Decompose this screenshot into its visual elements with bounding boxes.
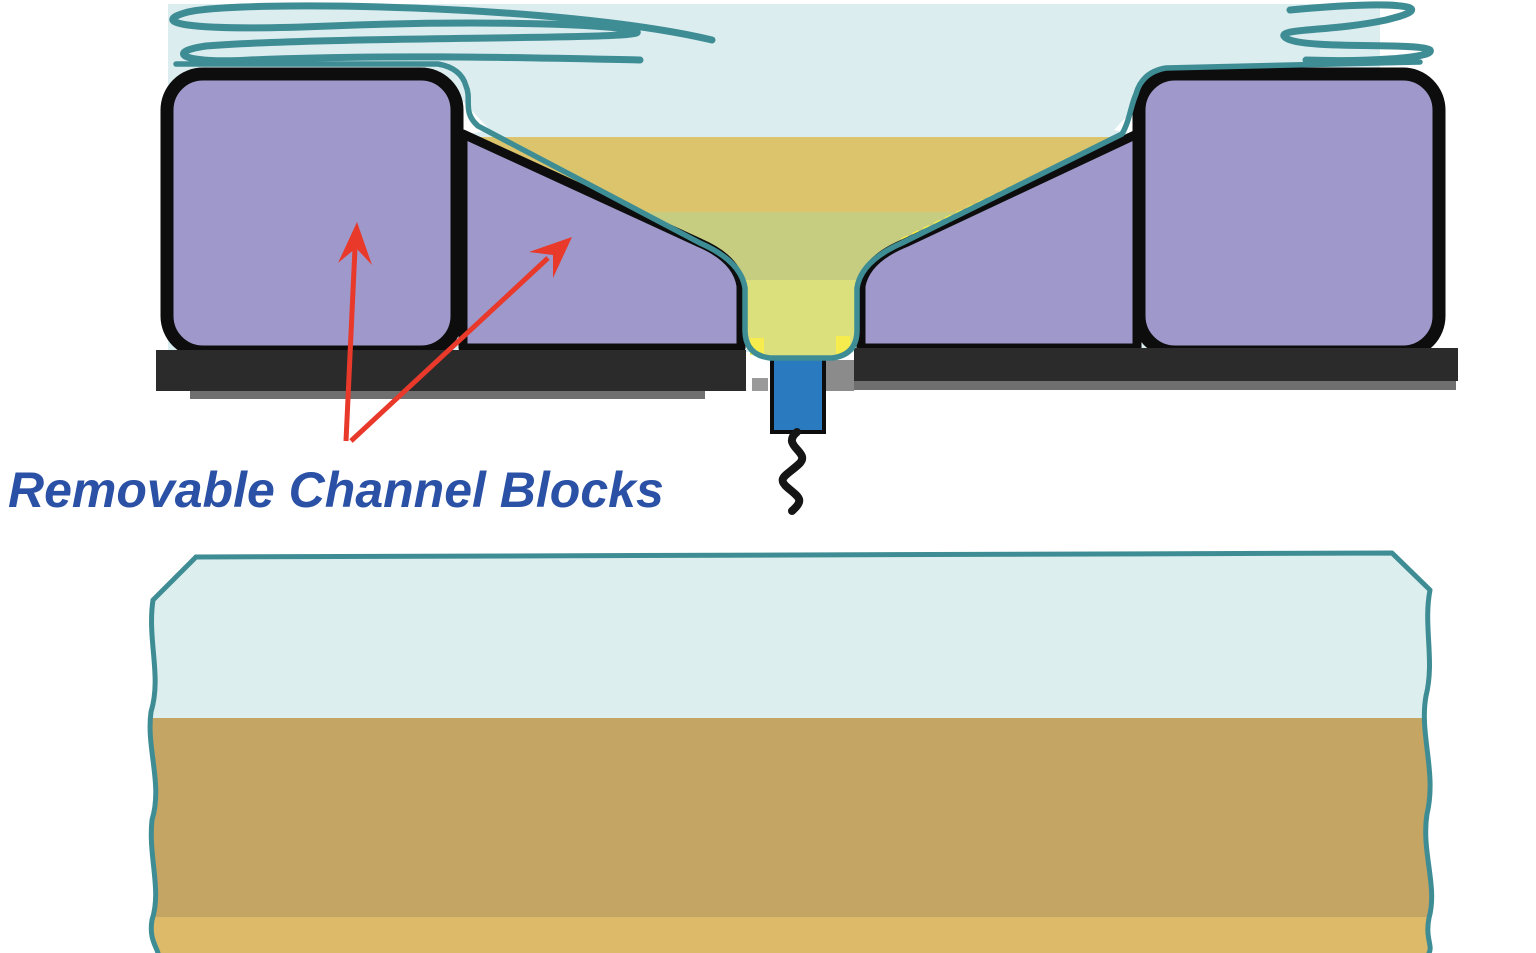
bottom-diagram bbox=[147, 550, 1435, 953]
slab-water-layer bbox=[150, 553, 1432, 718]
arrow-head-vertical bbox=[338, 222, 372, 265]
arrow-head-diagonal bbox=[529, 237, 572, 278]
stem-yellow-accent-right bbox=[836, 336, 850, 354]
channel-block-left-outer bbox=[160, 67, 464, 359]
arrow-shaft-vertical bbox=[343, 247, 358, 442]
channel-block-right-outer bbox=[1132, 67, 1446, 359]
slab-soil-layer bbox=[150, 718, 1432, 917]
top-diagram: Removable Channel Blocks bbox=[8, 1, 1458, 518]
slab-outline-top-right bbox=[193, 550, 1435, 953]
slab-soil-light-layer bbox=[150, 917, 1432, 953]
stem-gap-shadow-left bbox=[752, 378, 768, 391]
removable-channel-blocks-label: Removable Channel Blocks bbox=[8, 462, 664, 518]
slab-outline-left bbox=[147, 554, 199, 953]
slab-fill-layers bbox=[150, 553, 1432, 953]
outlet-port bbox=[770, 356, 826, 434]
annotation-arrows bbox=[338, 222, 572, 443]
base-plate-left bbox=[156, 350, 746, 391]
base-plate-right-shadow bbox=[790, 381, 1456, 390]
base-plate-right bbox=[854, 348, 1458, 381]
outlet-wire-squiggle bbox=[778, 428, 807, 515]
teal-surface-line bbox=[173, 59, 1423, 361]
base-plate-left-shadow bbox=[190, 391, 705, 399]
funnel-stem-fill bbox=[745, 280, 857, 357]
right-surface-squiggle bbox=[1280, 1, 1434, 65]
arrow-shaft-diagonal bbox=[349, 256, 550, 443]
left-surface-squiggle bbox=[169, 2, 716, 65]
stem-gap-shadow-right bbox=[824, 360, 854, 391]
